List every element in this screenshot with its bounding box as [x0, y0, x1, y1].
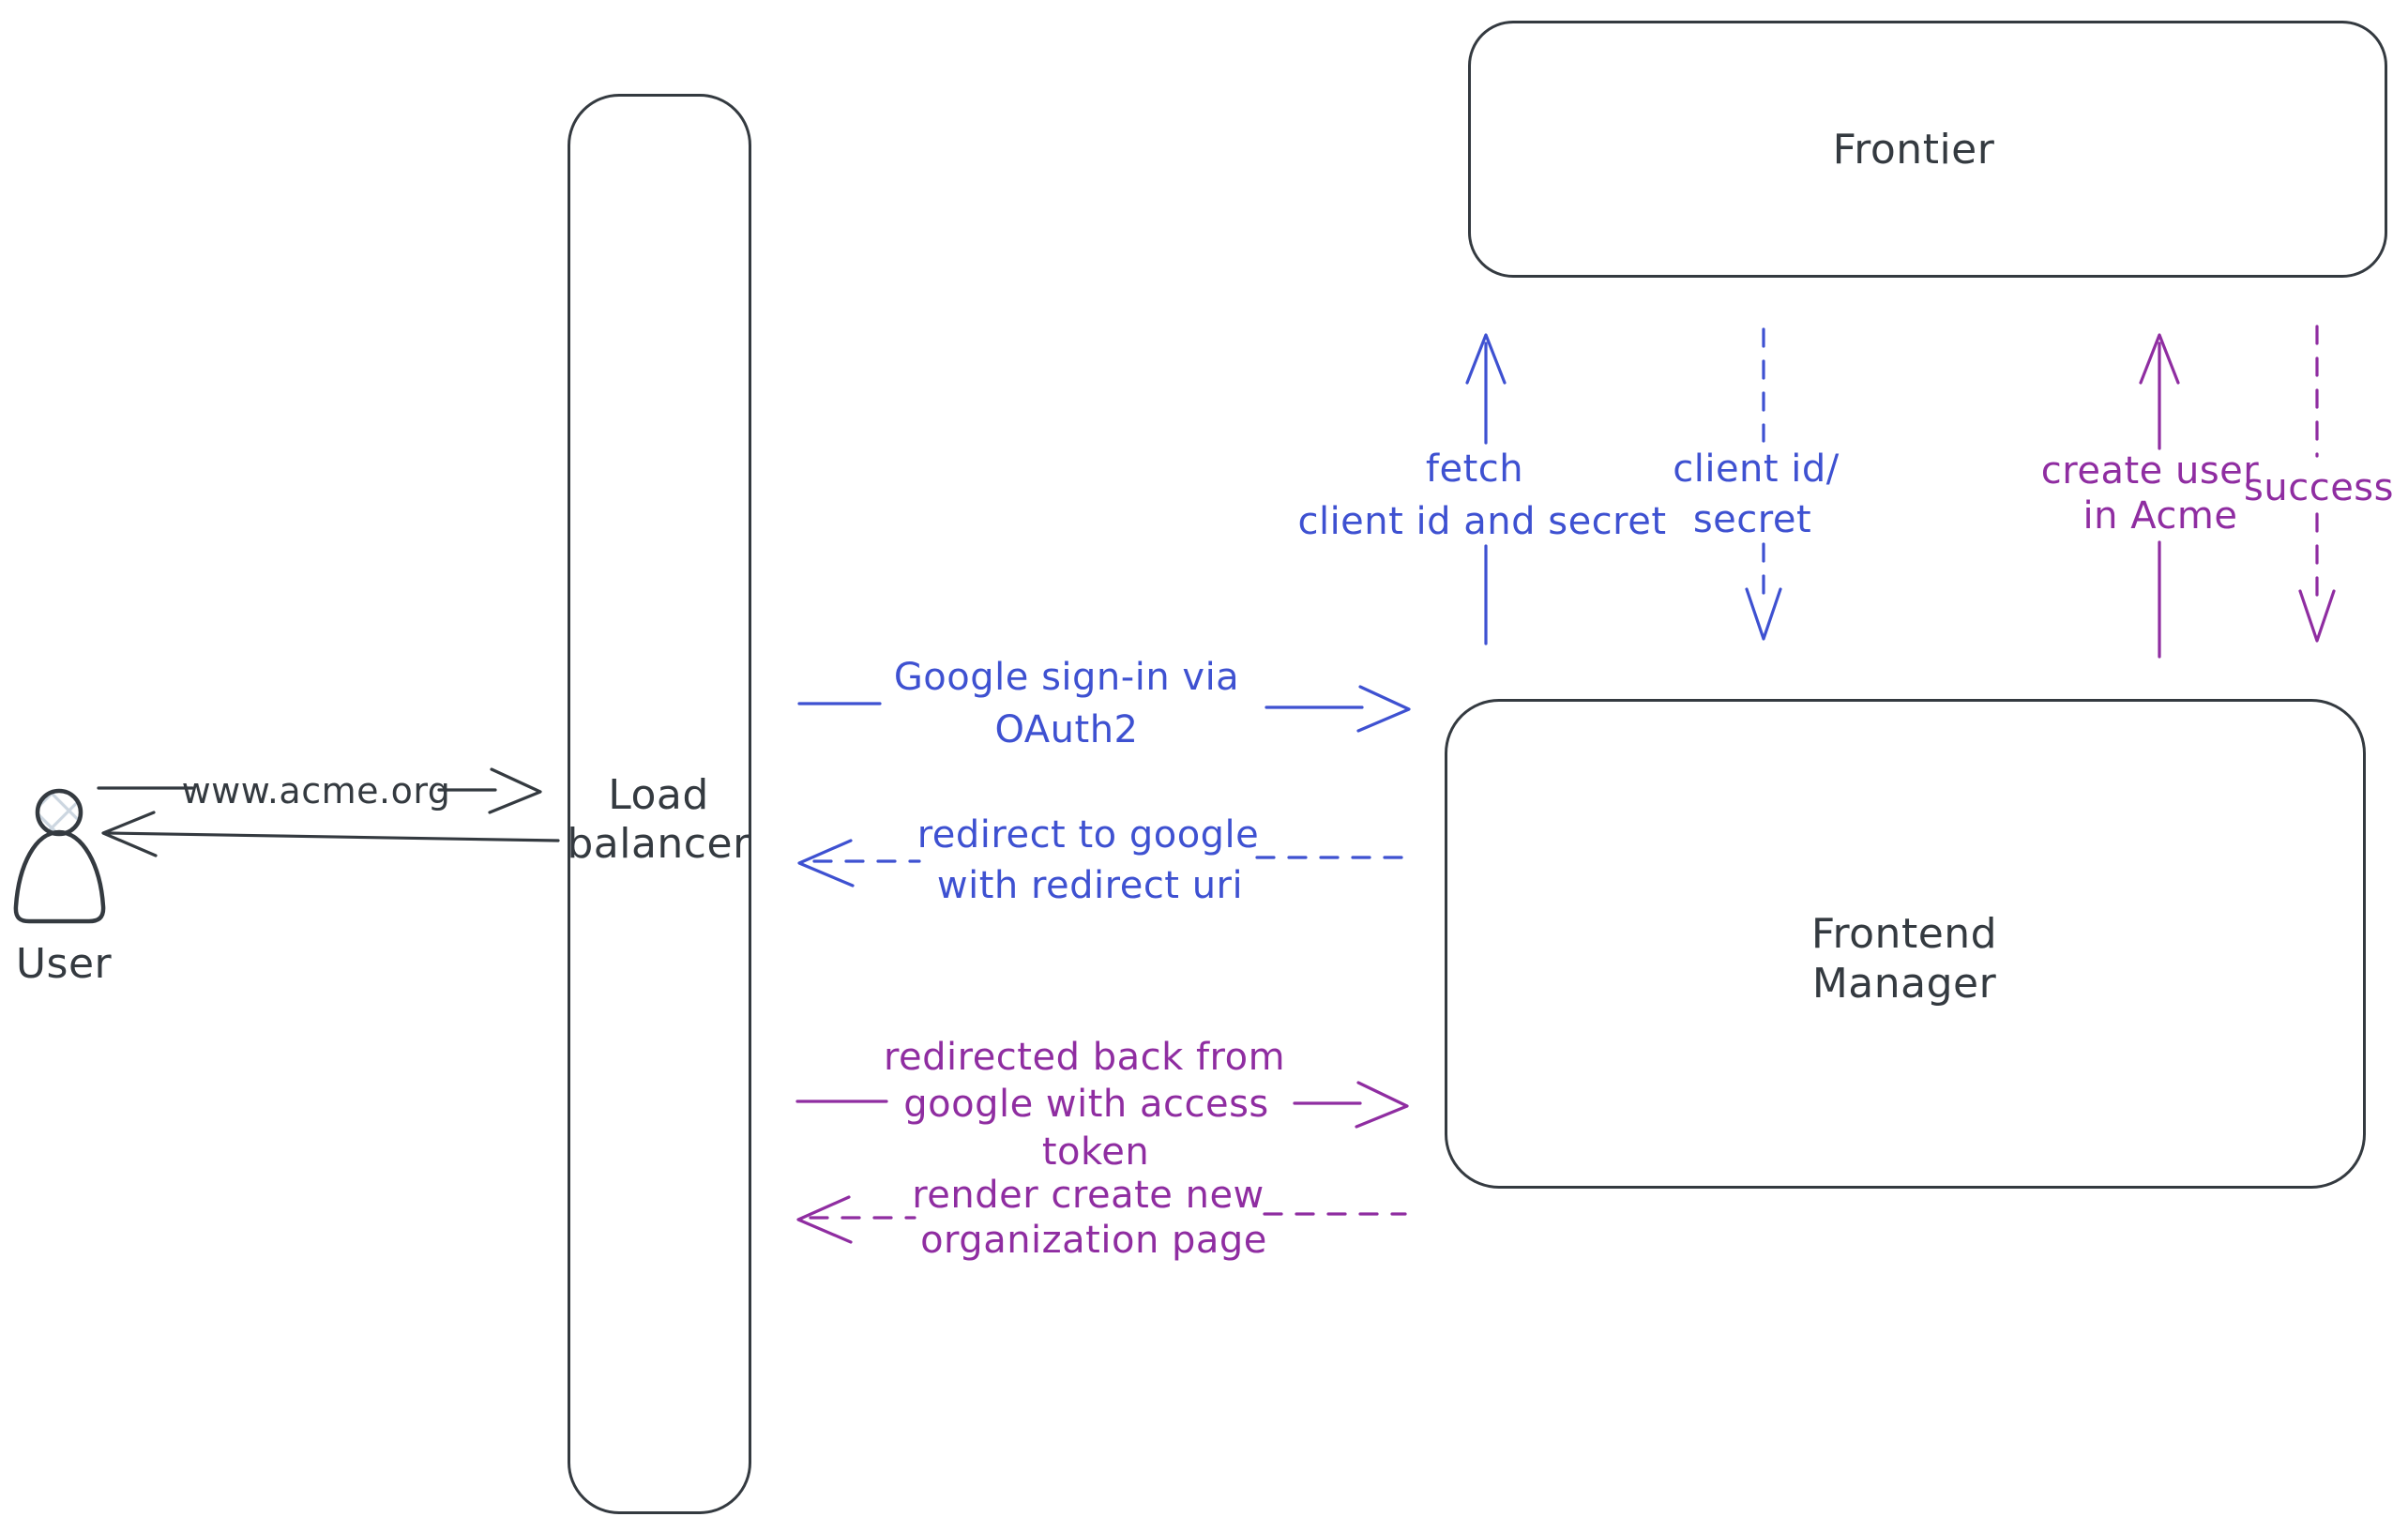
arrow-render-org-page — [796, 1195, 1407, 1244]
edge-label-create-user-line2: in Acme — [2082, 494, 2238, 538]
node-frontier — [1468, 21, 2387, 278]
edge-label-clientid-line2: secret — [1692, 498, 1812, 541]
arrow-success — [2298, 325, 2336, 643]
frontend-manager-label-line2: Manager — [1811, 960, 1997, 1008]
edge-label-user-request: www.acme.org — [181, 770, 451, 812]
load-balancer-label-line1: Load — [608, 771, 709, 819]
edge-label-google-signin-line2: OAuth2 — [994, 708, 1139, 751]
edge-label-fetch-line1: fetch — [1425, 447, 1524, 491]
edge-label-render-line1: render create new — [912, 1174, 1265, 1217]
arrow-redirect-to-google — [797, 839, 1407, 887]
user-figure-icon — [13, 788, 106, 924]
arrow-lb-response — [101, 811, 560, 857]
frontend-manager-label-line1: Frontend — [1810, 910, 1998, 958]
node-frontend-manager — [1445, 699, 2366, 1189]
arrow-redirected-back — [795, 1081, 1409, 1129]
arrow-fetch-secret — [1465, 333, 1507, 645]
arrow-create-user — [2139, 333, 2180, 659]
edge-label-redirected-back-line2: google with access — [903, 1083, 1269, 1126]
edge-label-fetch-line2: client id and secret — [1297, 500, 1667, 543]
edge-label-create-user-line1: create user — [2040, 449, 2260, 493]
arrow-google-signin — [797, 685, 1411, 733]
arrow-user-request — [97, 767, 542, 814]
edge-label-google-signin-line1: Google sign-in via — [893, 656, 1240, 699]
edge-label-clientid-line1: client id/ — [1673, 447, 1840, 491]
edge-label-redirect-line1: redirect to google — [916, 813, 1260, 857]
user-label: User — [15, 940, 113, 988]
edge-label-redirect-line2: with redirect uri — [936, 864, 1244, 907]
frontier-label: Frontier — [1832, 126, 1995, 174]
edge-label-render-line2: organization page — [920, 1219, 1267, 1262]
node-load-balancer — [568, 94, 751, 1514]
edge-label-redirected-back-line1: redirected back from — [883, 1036, 1286, 1079]
edge-label-redirected-back-line3: token — [1041, 1130, 1150, 1174]
load-balancer-label-line2: balancer — [567, 820, 750, 868]
edge-label-success: success — [2244, 466, 2394, 509]
arrow-client-id-secret — [1745, 327, 1782, 641]
